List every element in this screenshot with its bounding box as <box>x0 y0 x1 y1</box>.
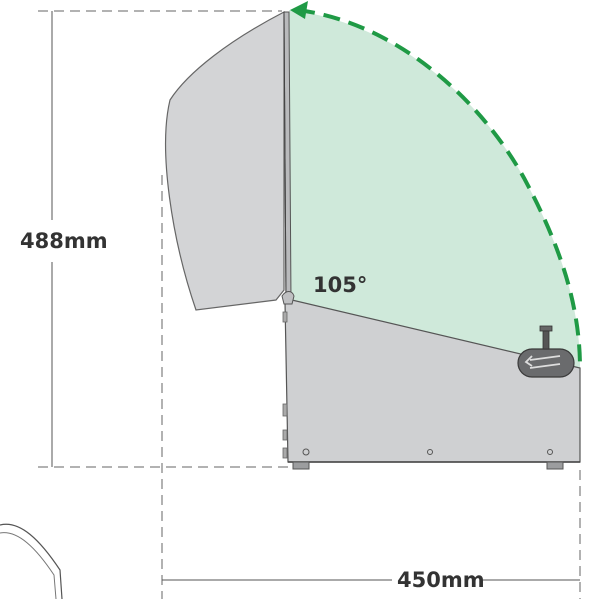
lock-post <box>542 330 550 350</box>
rear-foot <box>546 461 564 470</box>
lid-sweep-arc <box>297 8 582 369</box>
screw-1 <box>302 448 310 456</box>
hinge-icon <box>281 291 295 305</box>
side-port-1 <box>282 311 288 323</box>
height-dimension-label: 488mm <box>20 229 108 253</box>
adjacent-device-edge <box>0 532 57 599</box>
screw-3 <box>547 449 553 455</box>
screw-2 <box>427 449 433 455</box>
side-port-3 <box>282 429 288 441</box>
side-port-2 <box>282 403 288 417</box>
arc-arrowhead <box>290 1 308 19</box>
width-dimension-label: 450mm <box>397 568 485 592</box>
lid-sweep-area <box>289 10 580 368</box>
latch-arrow-icon <box>524 355 561 369</box>
opening-angle-label: 105° <box>313 273 367 297</box>
lock-post-cap <box>539 325 553 332</box>
open-lid <box>165 11 285 311</box>
front-foot <box>292 461 310 470</box>
side-port-4 <box>282 447 288 459</box>
lid-hinge-line <box>283 11 287 303</box>
adjacent-device-outline <box>0 523 63 599</box>
